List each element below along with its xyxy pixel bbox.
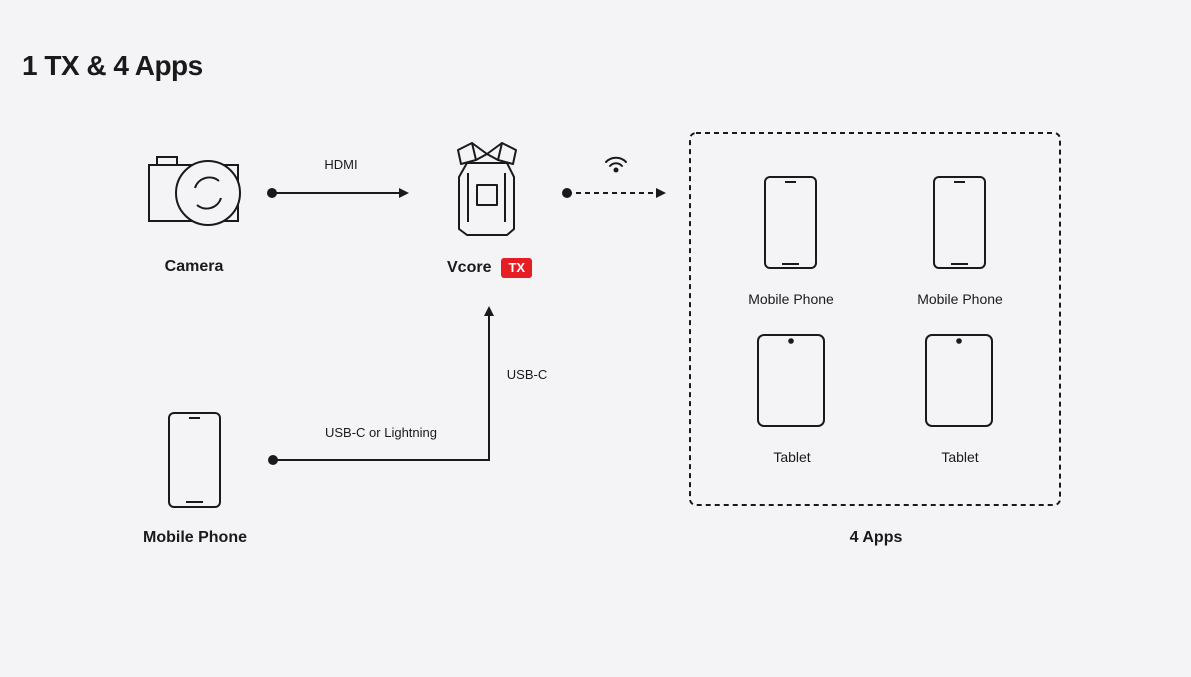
usb-connection (268, 306, 494, 465)
tablet-icon (757, 334, 825, 427)
camera-icon (148, 156, 241, 226)
phone-icon (764, 176, 817, 269)
camera-label: Camera (164, 258, 224, 275)
vcore-name: Vcore (447, 259, 492, 276)
hdmi-connection (267, 188, 409, 198)
vcore-device-icon (457, 142, 517, 236)
usbc-label: USB-C (506, 367, 548, 382)
hdmi-label: HDMI (324, 157, 358, 172)
source-phone-label: Mobile Phone (143, 529, 247, 546)
wifi-icon (605, 156, 627, 173)
wireless-connection (562, 188, 666, 198)
app-label: Tablet (773, 449, 811, 465)
vcore-label: Vcore TX (447, 258, 533, 278)
page-title: 1 TX & 4 Apps (22, 50, 203, 81)
tablet-icon (925, 334, 993, 427)
tx-badge: TX (501, 258, 533, 278)
app-label: Tablet (941, 449, 979, 465)
usbc-lightning-label: USB-C or Lightning (325, 425, 437, 440)
app-label: Mobile Phone (748, 291, 834, 307)
app-label: Mobile Phone (917, 291, 1003, 307)
phone-icon (168, 412, 221, 508)
apps-group-border (689, 132, 1061, 506)
apps-group-label: 4 Apps (849, 529, 903, 546)
phone-icon (933, 176, 986, 269)
